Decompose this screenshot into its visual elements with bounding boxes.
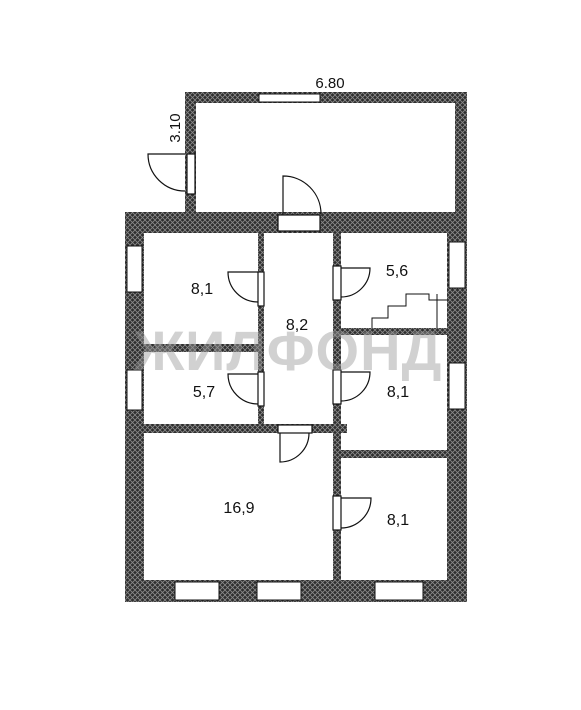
window-bottom-3	[374, 581, 424, 601]
stairs	[371, 293, 447, 328]
room-area-top-right: 5,6	[386, 263, 408, 280]
window-bottom-1	[174, 581, 220, 601]
door-room-top-left[interactable]	[227, 271, 265, 307]
watermark: ЖИЛФОНД	[133, 319, 443, 382]
room-area-bottom-right: 8,1	[387, 512, 409, 529]
door-room-top-right[interactable]	[332, 265, 371, 301]
door-room-large[interactable]	[277, 424, 313, 463]
doors	[147, 153, 372, 531]
room-area-mid-right: 8,1	[387, 384, 409, 401]
dimension-width: 6.80	[315, 75, 344, 92]
room-area-small-left: 5,7	[193, 384, 215, 401]
entrance-door[interactable]	[147, 153, 196, 195]
dimension-height: 3.10	[167, 113, 184, 142]
window-veranda-top	[258, 93, 321, 103]
veranda-door[interactable]	[277, 175, 322, 232]
windows	[126, 93, 466, 601]
room-area-top-left: 8,1	[191, 281, 213, 298]
window-bottom-2	[256, 581, 302, 601]
room-area-corridor: 8,2	[286, 317, 308, 334]
room-area-large: 16,9	[223, 500, 254, 517]
window-left-top	[126, 245, 143, 293]
door-room-mid-right[interactable]	[332, 369, 371, 405]
window-left-mid	[126, 369, 143, 411]
door-room-bottom-right[interactable]	[332, 495, 372, 531]
window-right-top	[448, 241, 466, 289]
door-room-small-left[interactable]	[227, 371, 265, 407]
window-right-mid	[448, 362, 466, 410]
